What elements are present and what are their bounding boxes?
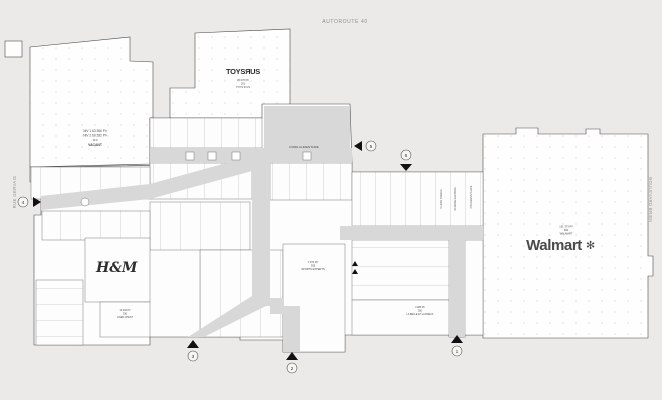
entrance-4-marker[interactable]: 4 xyxy=(17,196,41,208)
street-label-boulevard-brien: BOULEVARD BRIEN xyxy=(648,177,653,222)
toysrus-logo: TOYSЯUS xyxy=(226,67,260,76)
unit-la-belle-et-la-boeuf[interactable] xyxy=(351,299,450,336)
entrance-1-marker[interactable]: 1 xyxy=(451,335,463,357)
building-walmart[interactable] xyxy=(482,127,654,339)
units-row-north[interactable] xyxy=(149,117,263,149)
corridor-east-to-walmart[interactable] xyxy=(340,226,483,240)
units-row-east[interactable] xyxy=(351,171,484,227)
entrance-arrow-icon xyxy=(354,141,362,151)
sports-experts-name: SPORTS EXPERTS xyxy=(301,267,325,271)
walmart-unit-number: 600 xyxy=(564,228,569,232)
linen-chest-unit: 536 xyxy=(123,313,128,316)
corridor-central-north-south[interactable] xyxy=(252,156,270,306)
units-block-southwest[interactable] xyxy=(35,279,84,346)
entrance-3-marker[interactable]: 3 xyxy=(187,340,199,362)
claire-france-name: CLAIRE FRANCE xyxy=(440,189,443,209)
entrance-arrow-icon xyxy=(451,335,463,343)
toysrus-name: TOYS R US xyxy=(236,85,250,89)
entrance-number-circle xyxy=(365,140,377,152)
food-court-area[interactable] xyxy=(264,106,350,148)
walmart-spark-icon: ✻ xyxy=(586,239,595,252)
unit-linen-chest[interactable] xyxy=(99,301,151,338)
entrance-2-marker[interactable]: 2 xyxy=(286,352,298,374)
vacant-level2-area: NIV 2 60 282 PI² xyxy=(83,134,107,138)
stairs-icon xyxy=(352,269,358,274)
la-belle-name: LA BELLE ET LA BOEUF xyxy=(407,313,434,316)
vacant-level1-area: NIV 1 63 366 PI² xyxy=(83,129,107,133)
sunrise-records-name: SUNRISE RECORDS xyxy=(454,187,457,211)
toysrus-area: 35 076 PI² xyxy=(237,78,249,82)
entrance-arrow-icon xyxy=(286,352,298,360)
kiosk-circle[interactable] xyxy=(80,197,90,207)
kiosk[interactable] xyxy=(207,151,217,161)
entrance-number: 2 xyxy=(291,366,294,372)
walmart-logo: Walmart xyxy=(526,237,582,254)
entrance-number: 1 xyxy=(456,349,459,355)
kiosk[interactable] xyxy=(231,151,241,161)
corridor-to-entrance-2[interactable] xyxy=(283,306,300,352)
toysrus-unit-number: 201 xyxy=(241,82,246,86)
entrance-arrow-icon xyxy=(187,340,199,348)
kiosk[interactable] xyxy=(185,151,195,161)
corridor-to-entrance-3[interactable] xyxy=(188,296,270,337)
entrance-number: 6 xyxy=(405,153,408,159)
sports-experts-unit: 305 xyxy=(311,264,316,268)
entrance-6-marker[interactable]: 6 xyxy=(400,149,412,171)
units-block-southeast[interactable] xyxy=(351,239,450,301)
entrance-number-circle xyxy=(187,350,199,362)
entrance-arrow-icon xyxy=(33,197,41,207)
entrance-number-circle xyxy=(286,362,298,374)
walmart-area: 131 373 PI² xyxy=(559,225,573,229)
entrance-number: 4 xyxy=(22,200,25,206)
entrance-number: 3 xyxy=(192,354,195,360)
corridor-to-entrance-1[interactable] xyxy=(449,240,465,337)
food-court-label: FOIRE ALIMENTAIRE xyxy=(289,145,319,149)
entrance-number-circle xyxy=(17,196,29,208)
entrance-5-marker[interactable]: 5 xyxy=(354,140,377,152)
la-belle-area: 4 085 PI² xyxy=(415,306,425,309)
stairs-icon xyxy=(352,261,358,266)
entrance-arrow-icon xyxy=(400,164,412,171)
entrance-number-circle xyxy=(400,149,412,161)
units-block-mid[interactable] xyxy=(149,201,251,251)
hm-logo: H&M xyxy=(95,260,138,276)
walmart-name: WALMART xyxy=(560,232,573,236)
unit-east-corridor-side[interactable] xyxy=(464,239,484,336)
entrance-number: 5 xyxy=(370,144,373,150)
units-row-west-mid[interactable] xyxy=(41,210,151,241)
entrance-number-circle xyxy=(451,345,463,357)
linen-chest-name: LINEN CHEST xyxy=(117,316,133,319)
units-row-center-east[interactable] xyxy=(269,162,353,201)
street-label-autoroute: AUTOROUTE 40 xyxy=(322,19,367,25)
kiosk[interactable] xyxy=(302,151,312,161)
corridor-connector[interactable] xyxy=(270,298,283,314)
childrens-place-name: CHILDREN'S PLACE xyxy=(470,185,473,208)
vacant-unit-number: 110 xyxy=(93,138,98,142)
la-belle-unit: 550 xyxy=(418,310,423,313)
corridor-main-east-west[interactable] xyxy=(150,148,352,163)
sports-experts-area: 7 972 PI² xyxy=(308,260,319,264)
street-label-rue-gervais: RUE GERVAIS xyxy=(12,176,17,209)
corridor-diagonal-west[interactable] xyxy=(41,156,252,210)
vacant-label: VACANT xyxy=(88,143,103,147)
outbuilding[interactable] xyxy=(4,40,23,58)
linen-chest-area: 12 004 PI² xyxy=(119,309,130,312)
